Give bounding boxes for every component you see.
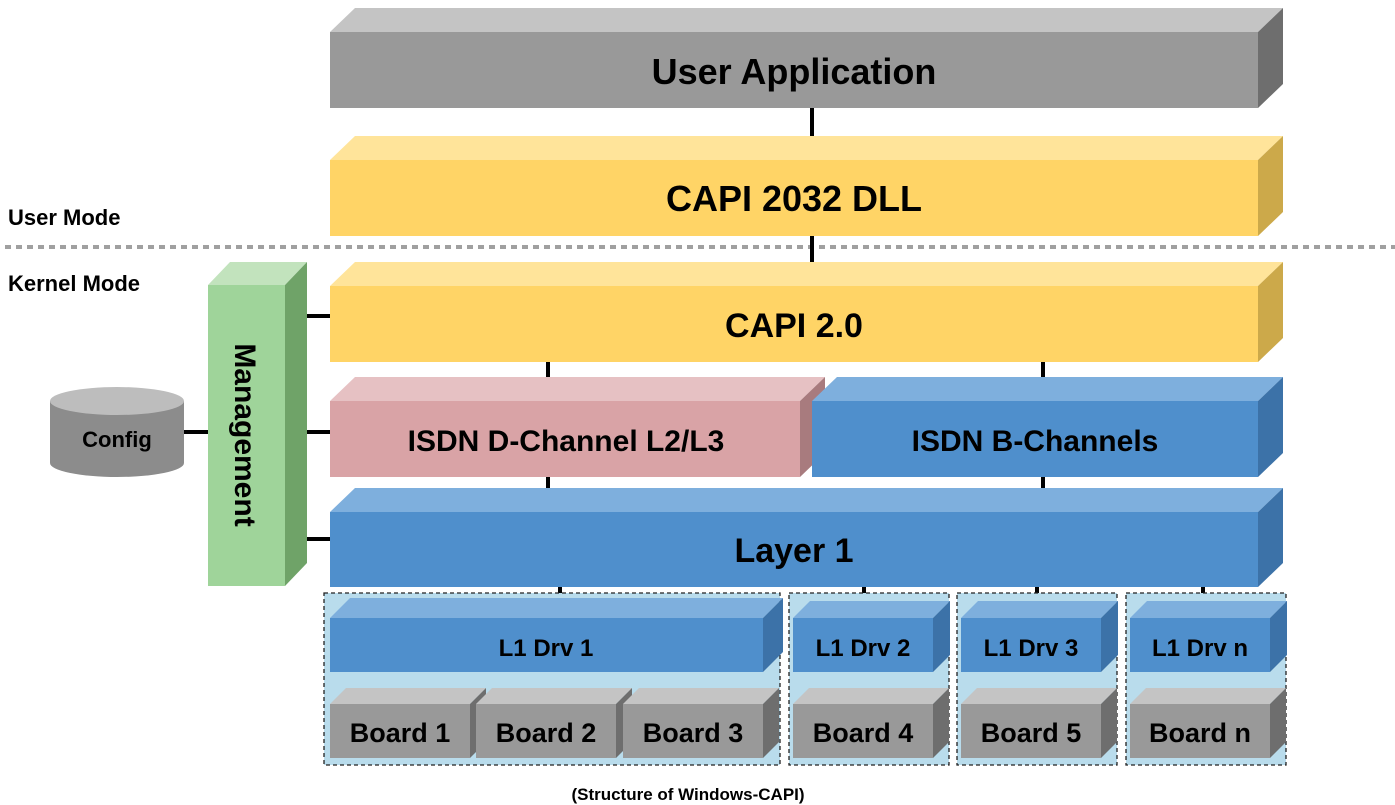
board-4-block: Board 4 bbox=[793, 688, 949, 758]
diagram-caption: (Structure of Windows-CAPI) bbox=[571, 785, 804, 804]
board-2-block: Board 2 bbox=[476, 688, 632, 758]
driver-blocks: L1 Drv 1 L1 Drv 2 L1 Drv 3 L1 Drv n bbox=[330, 598, 1287, 672]
capi-20-label: CAPI 2.0 bbox=[725, 307, 863, 345]
driver-n-label: L1 Drv n bbox=[1152, 635, 1248, 662]
config-label: Config bbox=[82, 427, 152, 452]
driver-n-block: L1 Drv n bbox=[1130, 601, 1287, 672]
layer1-block: Layer 1 bbox=[330, 488, 1283, 587]
user-application-block: User Application bbox=[330, 8, 1283, 108]
board-1-block: Board 1 bbox=[330, 688, 486, 758]
capi-dll-block: CAPI 2032 DLL bbox=[330, 136, 1283, 236]
isdn-b-channels-label: ISDN B-Channels bbox=[912, 425, 1159, 458]
user-mode-label: User Mode bbox=[8, 205, 120, 230]
board-4-label: Board 4 bbox=[813, 718, 914, 748]
board-n-label: Board n bbox=[1149, 718, 1251, 748]
driver-2-block: L1 Drv 2 bbox=[793, 601, 950, 672]
capi-20-block: CAPI 2.0 bbox=[330, 262, 1283, 362]
management-block: Management bbox=[208, 262, 307, 586]
capi-dll-label: CAPI 2032 DLL bbox=[666, 178, 922, 219]
isdn-d-channel-label: ISDN D-Channel L2/L3 bbox=[408, 425, 725, 458]
driver-2-label: L1 Drv 2 bbox=[816, 635, 911, 662]
board-n-block: Board n bbox=[1130, 688, 1286, 758]
config-cylinder: Config bbox=[50, 387, 184, 477]
isdn-d-channel-block: ISDN D-Channel L2/L3 bbox=[330, 377, 825, 477]
driver-1-label: L1 Drv 1 bbox=[499, 635, 594, 662]
kernel-mode-label: Kernel Mode bbox=[8, 271, 140, 296]
isdn-b-channels-block: ISDN B-Channels bbox=[812, 377, 1283, 477]
board-3-block: Board 3 bbox=[623, 688, 779, 758]
board-1-label: Board 1 bbox=[350, 718, 451, 748]
layer1-label: Layer 1 bbox=[734, 532, 853, 570]
board-3-label: Board 3 bbox=[643, 718, 744, 748]
board-5-label: Board 5 bbox=[981, 718, 1082, 748]
board-2-label: Board 2 bbox=[496, 718, 597, 748]
management-label: Management bbox=[228, 343, 261, 526]
driver-3-block: L1 Drv 3 bbox=[961, 601, 1118, 672]
driver-3-label: L1 Drv 3 bbox=[984, 635, 1079, 662]
user-application-label: User Application bbox=[652, 51, 937, 92]
board-blocks: Board 1 Board 2 Board 3 Board 4 Board 5 bbox=[330, 688, 1286, 758]
board-5-block: Board 5 bbox=[961, 688, 1117, 758]
driver-1-block: L1 Drv 1 bbox=[330, 598, 783, 672]
